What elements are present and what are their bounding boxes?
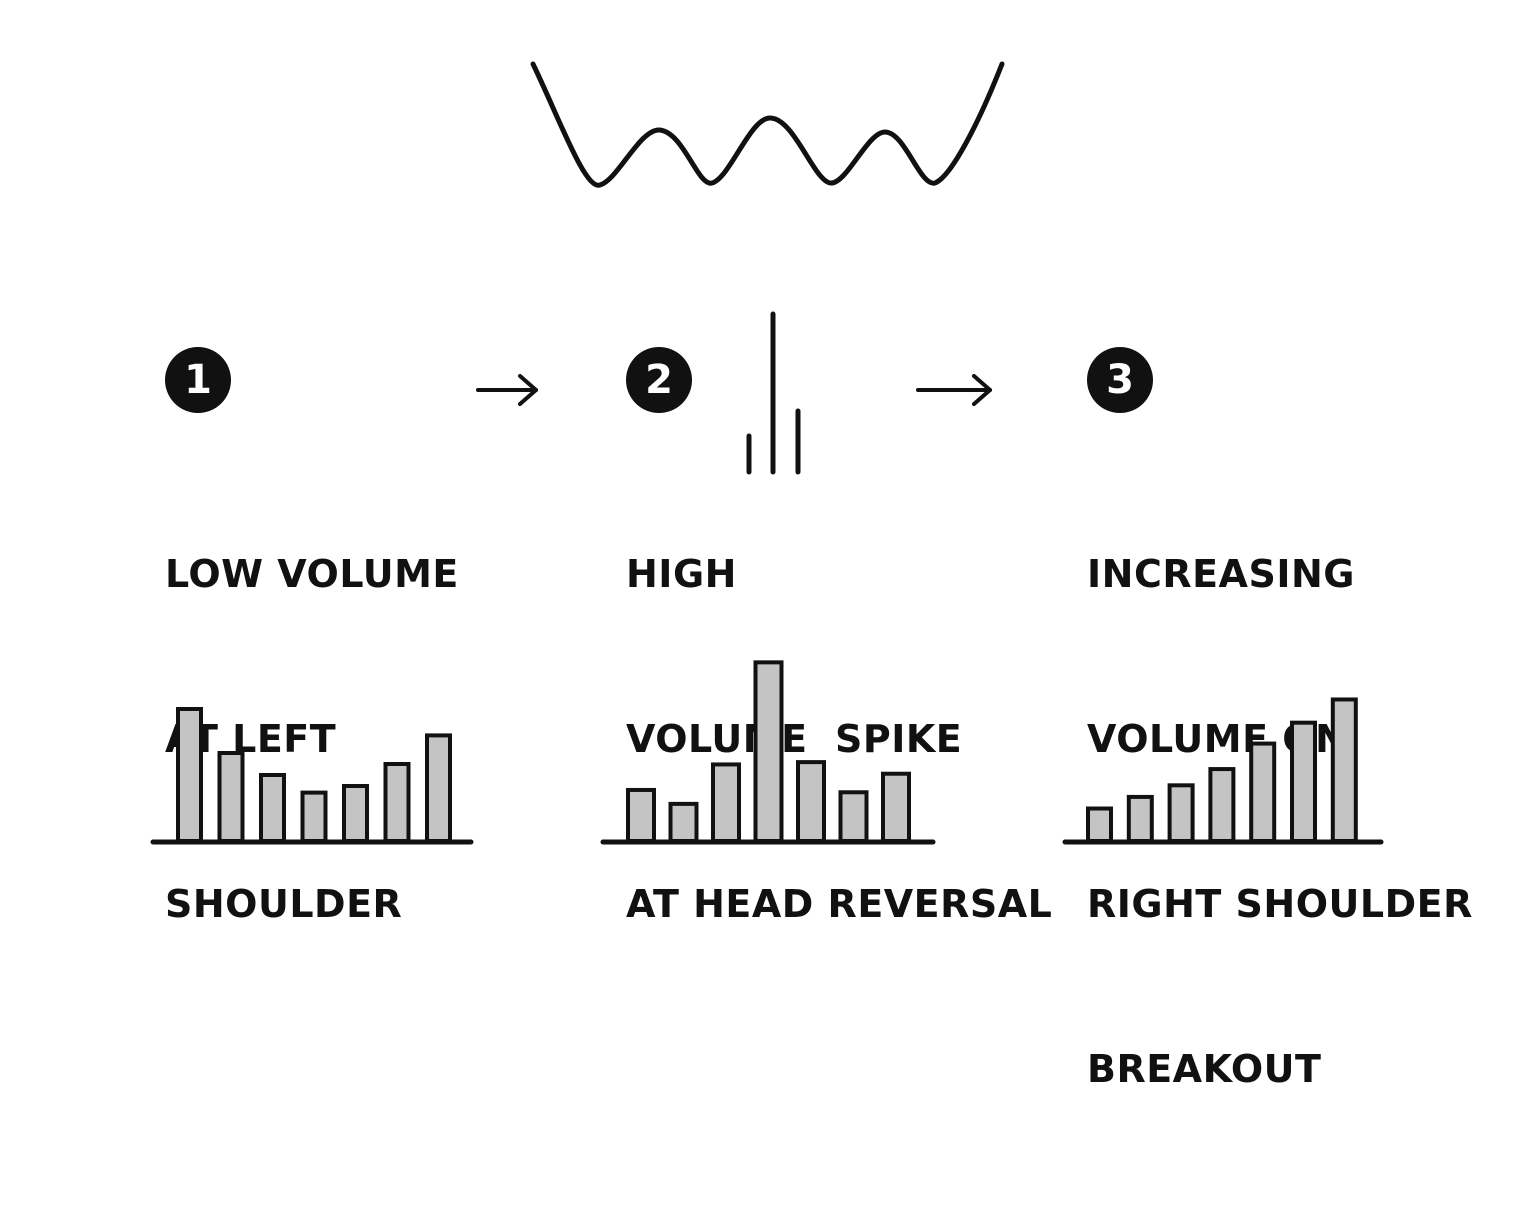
- inverse-head-and-shoulders-line: [530, 61, 1005, 188]
- volume-bar: [626, 787, 656, 844]
- step-3-line-3: RIGHT SHOULDER: [1087, 882, 1473, 926]
- volume-bar: [342, 784, 369, 843]
- volume-bar: [176, 707, 203, 843]
- volume-bar: [259, 773, 286, 843]
- volume-bar: [300, 790, 328, 844]
- volume-bar: [1249, 741, 1277, 843]
- step-2-line-1: HIGH: [626, 552, 737, 596]
- step-3-line-4: BREAKOUT: [1087, 1047, 1322, 1091]
- volume-bar: [217, 751, 245, 843]
- arrow-right-icon: [476, 374, 538, 406]
- volume-bar: [881, 771, 911, 843]
- volume-bar: [838, 790, 869, 843]
- step-2-line-3: AT HEAD REVERSAL: [626, 882, 1053, 926]
- volume-bar: [383, 762, 411, 843]
- volume-bar: [711, 762, 741, 843]
- step-3-line-1: INCREASING: [1087, 552, 1355, 596]
- step-1-number-badge: 1: [165, 347, 231, 413]
- volume-chart-head: [600, 660, 936, 845]
- step-2: 2 HIGH VOLUME SPIKE AT HEAD REVERSAL: [626, 347, 1053, 1042]
- step-1-line-3: SHOULDER: [165, 882, 403, 926]
- volume-bar: [425, 733, 452, 843]
- volume-chart-right-shoulder: [1062, 697, 1384, 845]
- step-2-number-badge: 2: [626, 347, 692, 413]
- step-1-line-1: LOW VOLUME: [165, 552, 459, 596]
- volume-spike-icon: [746, 311, 801, 475]
- volume-chart-left-shoulder: [150, 707, 474, 845]
- volume-bar: [1126, 794, 1154, 843]
- volume-bar: [1290, 720, 1317, 843]
- volume-bar: [1330, 697, 1358, 844]
- volume-bar: [1086, 806, 1113, 844]
- volume-bar: [753, 660, 784, 843]
- arrow-right-icon: [916, 374, 992, 406]
- volume-bar: [1167, 783, 1195, 844]
- step-3-number-badge: 3: [1087, 347, 1153, 413]
- volume-bar: [796, 760, 826, 843]
- volume-bar: [668, 801, 699, 844]
- volume-bar: [1208, 767, 1236, 843]
